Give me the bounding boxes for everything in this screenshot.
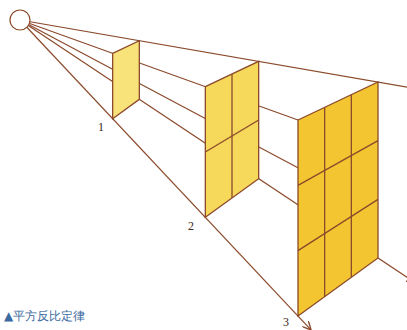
plane-number: 3: [283, 316, 289, 328]
light-plane: [205, 61, 258, 217]
light-source: [10, 10, 30, 30]
light-ray: [20, 20, 328, 184]
light-ray: [20, 20, 311, 329]
caption: ▲平方反比定律: [4, 310, 85, 322]
plane-number: 1: [98, 121, 104, 133]
light-plane: [113, 41, 140, 119]
light-plane: [298, 82, 378, 316]
plane-number: 2: [188, 220, 194, 232]
